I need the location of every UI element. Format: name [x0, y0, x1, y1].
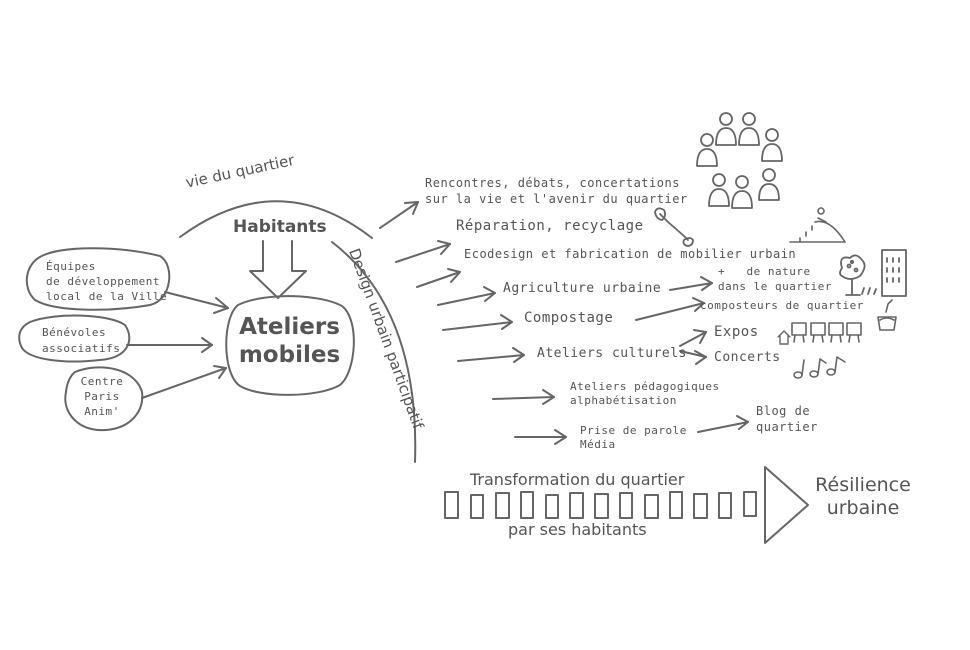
activity-reparation: Réparation, recyclage [456, 218, 644, 234]
activity-ateliers-pedagogiques: Ateliers pédagogiques alphabétisation [570, 380, 720, 407]
partner-blob-equipes [25, 247, 171, 311]
transformation-label: Transformation du quartier [470, 470, 685, 489]
activity-ecodesign: Ecodesign et fabrication de mobilier urb… [464, 247, 797, 261]
outcome-expos: Expos [714, 324, 759, 340]
activity-arrows [379, 201, 567, 445]
wrench-icon [654, 207, 694, 247]
transformation-sublabel: par ses habitants [508, 520, 647, 539]
outcome-nature: + de nature dans le quartier [718, 265, 832, 293]
partner-label-centre: Centre Paris Anim' [80, 375, 124, 418]
activity-compostage: Compostage [524, 310, 614, 326]
house-icon [777, 330, 791, 345]
habitants-down-arrow [249, 240, 307, 299]
transformation-squares [444, 491, 757, 519]
slide-icon [789, 207, 846, 243]
habitants-label: Habitants [233, 217, 327, 237]
compost-bucket-icon [877, 299, 897, 331]
tree-icon [839, 254, 866, 296]
activity-ateliers-culturels: Ateliers culturels [537, 346, 687, 361]
partner-blob-centre [64, 366, 144, 432]
partner-label-benevoles: Bénévoles associatifs [42, 326, 121, 355]
resilience-arrow [764, 466, 809, 544]
easel-icon [791, 322, 862, 343]
activity-rencontres: Rencontres, débats, concertations sur la… [425, 176, 688, 206]
music-notes-icon [793, 356, 846, 379]
outcome-composteurs: composteurs de quartier [700, 299, 864, 312]
center-title-line2: mobiles [238, 342, 341, 368]
activity-agriculture: Agriculture urbaine [503, 281, 662, 296]
center-blob [225, 295, 355, 396]
partner-label-equipes: Équipes de développement local de la Vil… [46, 260, 168, 303]
outcome-concerts: Concerts [714, 350, 781, 365]
center-title-line1: Ateliers [239, 314, 340, 340]
partner-blob-benevoles [18, 314, 131, 363]
participatory-arc [331, 241, 417, 463]
partner-arrows [126, 291, 229, 399]
people-group-icon [696, 112, 783, 209]
outcome-arrows [635, 276, 749, 433]
building-icon [861, 249, 907, 297]
top-arc [179, 200, 373, 239]
activity-prise-de-parole: Prise de parole Média [580, 424, 687, 451]
outcome-blog: Blog de quartier [756, 404, 818, 434]
resilience-label: Résilience urbaine [815, 474, 911, 519]
